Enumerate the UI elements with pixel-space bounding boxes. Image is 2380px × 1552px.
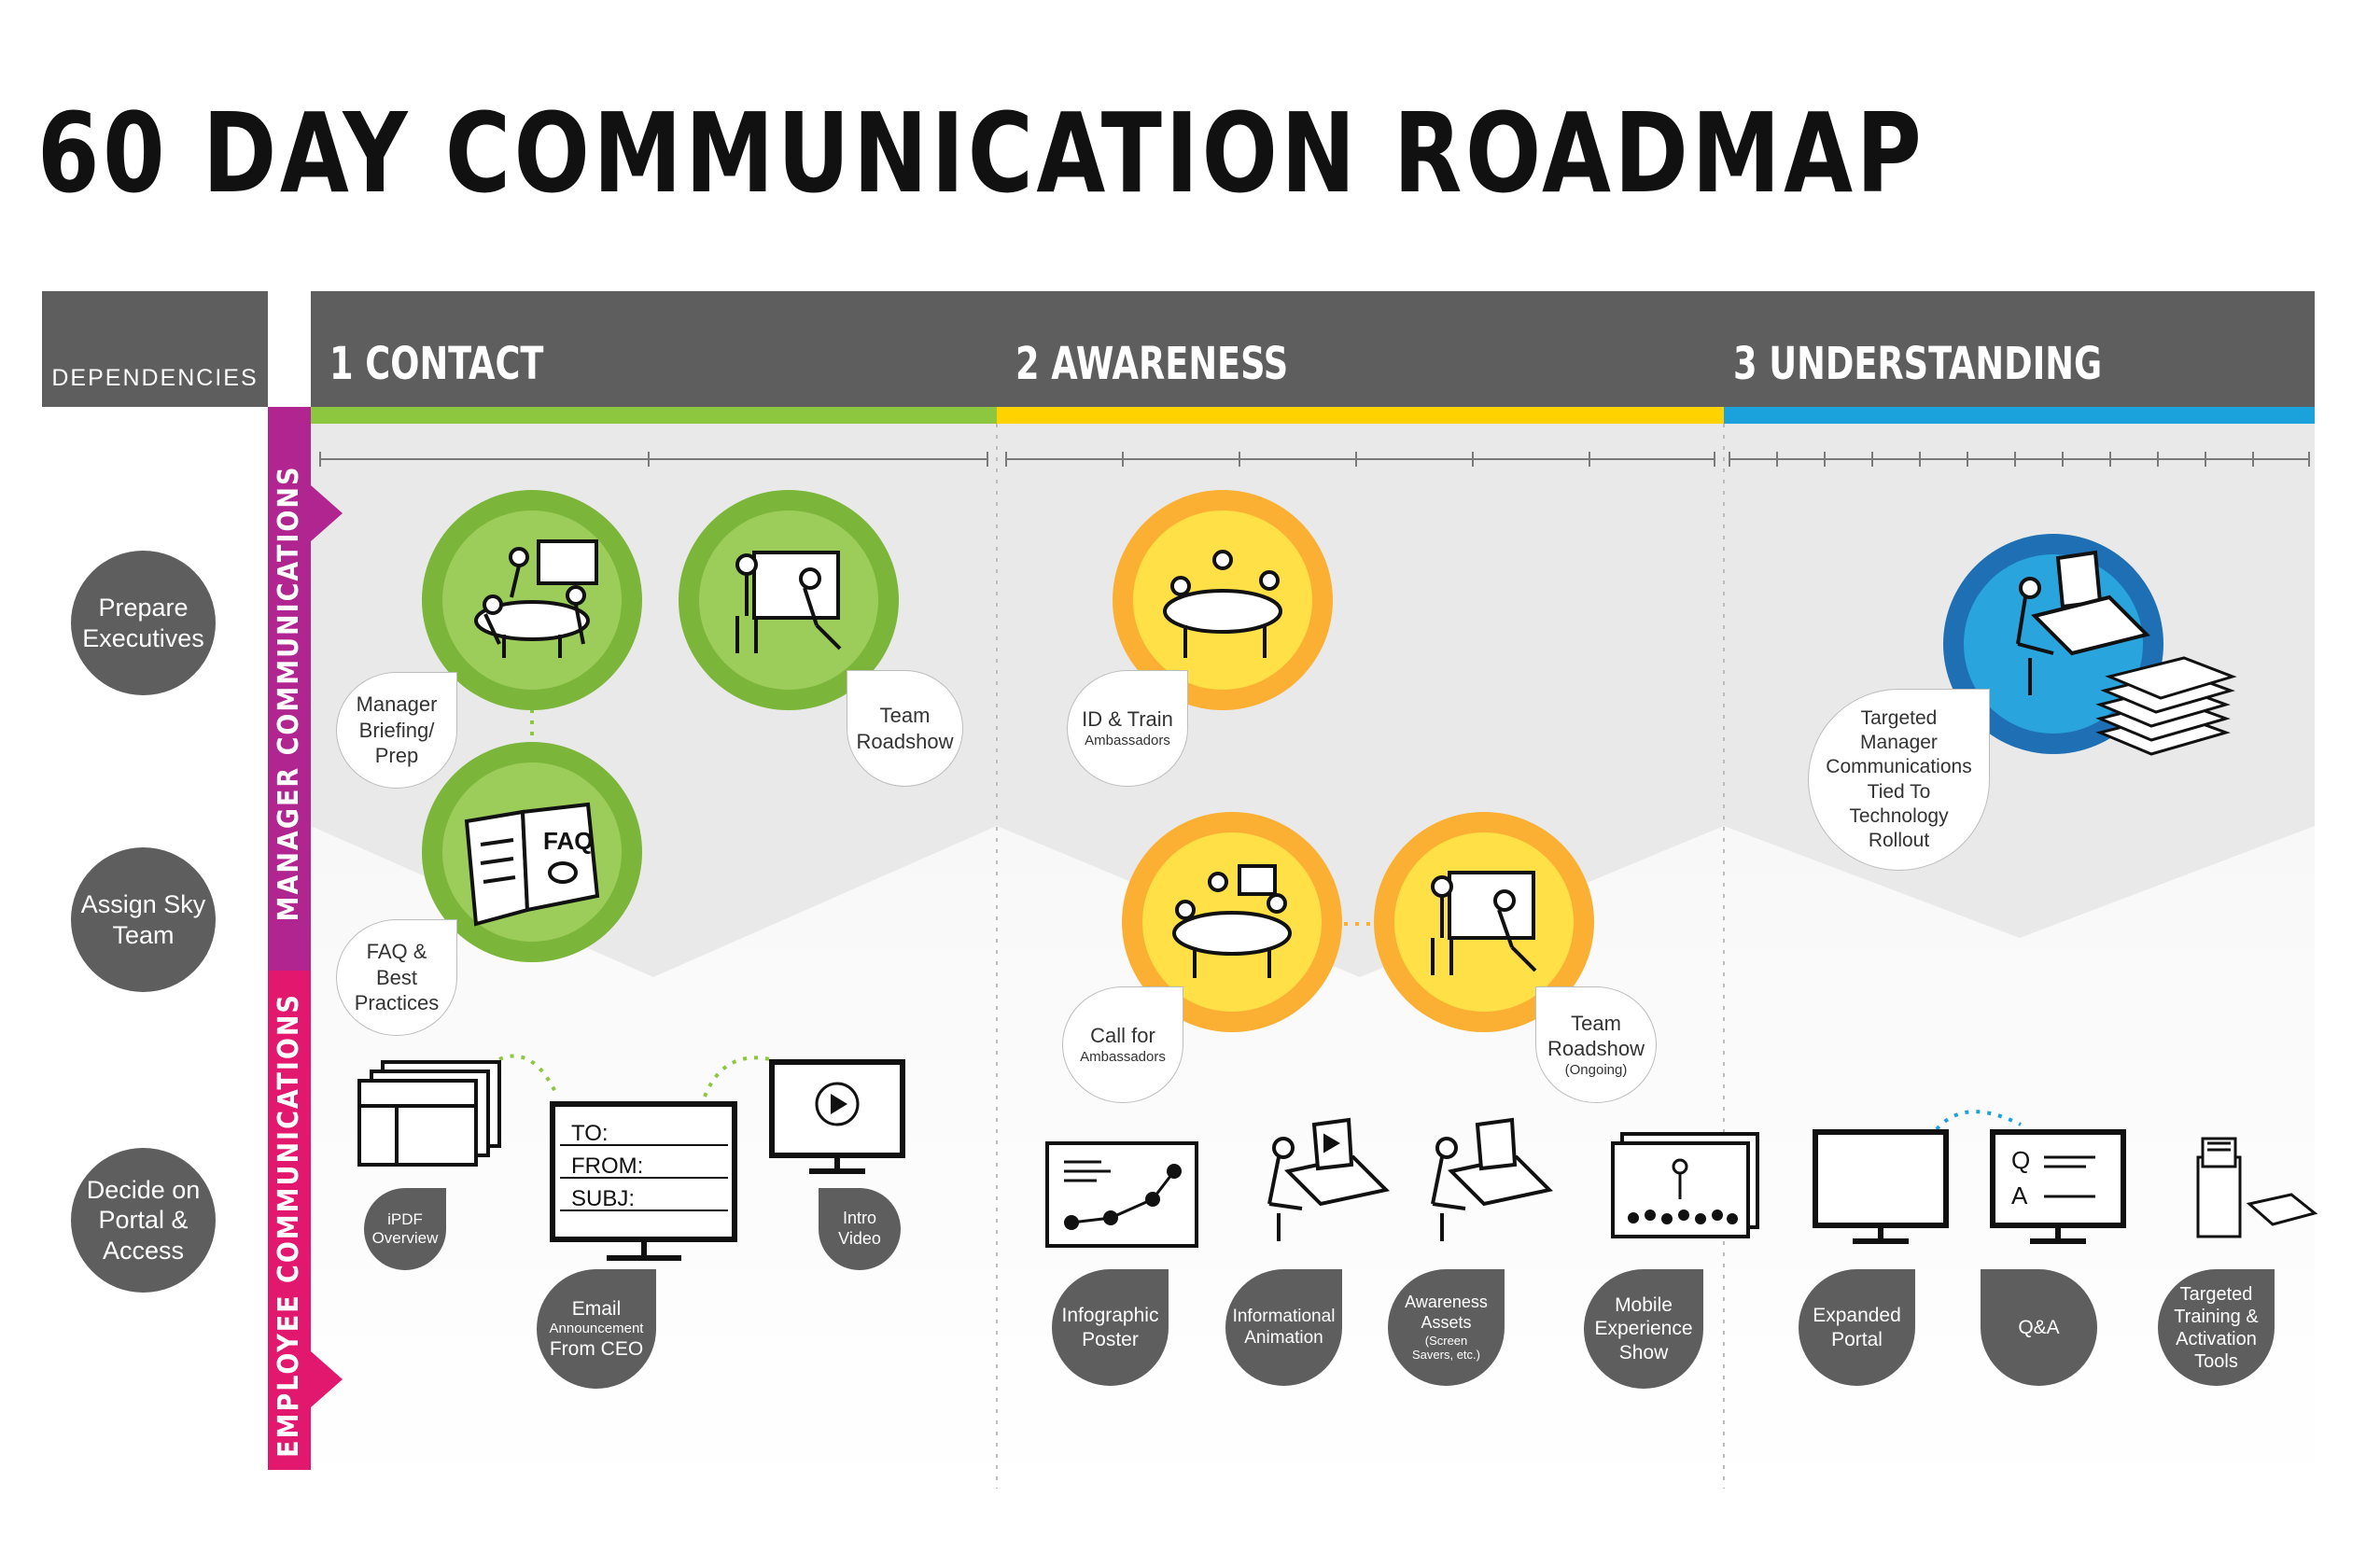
training-tools-icon — [2196, 1137, 2318, 1238]
phase-title-understanding: 3 UNDERSTANDING — [1733, 338, 2103, 390]
callout-faq-best-practices: FAQ & Best Practices — [336, 919, 457, 1036]
awareness-workstation-icon — [1431, 1117, 1554, 1241]
callout-team-roadshow: Team Roadshow — [847, 670, 963, 787]
callout-intro-video: Intro Video — [819, 1188, 901, 1270]
animation-workstation-icon — [1267, 1117, 1391, 1241]
page-title: 60 DAY COMMUNICATION ROADMAP — [37, 89, 1925, 217]
callout-email-announcement: Email Announcement From CEO — [537, 1269, 656, 1389]
email-subj-label: SUBJ: — [571, 1186, 635, 1211]
train-circle-icon — [1113, 490, 1333, 710]
callout-id-train-ambassadors: ID & Train Ambassadors — [1067, 670, 1188, 787]
phase-title-awareness: 2 AWARENESS — [1015, 338, 1289, 390]
phase-stripe-awareness — [997, 407, 1724, 424]
lane-bar-employee — [268, 971, 311, 1470]
timeline-ruler-awareness — [1005, 452, 1715, 467]
qa-screen-a: A — [2011, 1181, 2028, 1209]
desk-circle-icon — [1943, 534, 2163, 754]
callout-targeted-training: Targeted Training & Activation Tools — [2158, 1269, 2275, 1386]
callout-targeted-manager-communications: Targeted Manager Communications Tied To … — [1808, 689, 1990, 871]
callout-manager-briefing: Manager Briefing/ Prep — [336, 672, 457, 789]
email-from-label: FROM: — [571, 1154, 643, 1179]
callout-team-roadshow-ongoing: Team Roadshow (Ongoing) — [1535, 986, 1657, 1103]
callout-ipdf-overview: iPDF Overview — [364, 1188, 446, 1270]
email-to-label: TO: — [571, 1121, 609, 1146]
timeline-ruler-understanding — [1729, 452, 2310, 467]
qa-monitor-icon: Q A — [1990, 1129, 2126, 1244]
dependency-prepare-executives: Prepare Executives — [71, 551, 216, 695]
timeline-ruler-contact — [319, 452, 988, 467]
callout-infographic-poster: Infographic Poster — [1052, 1269, 1169, 1386]
phase-header-contact — [311, 291, 997, 407]
callout-informational-animation: Informational Animation — [1225, 1269, 1342, 1386]
briefing-circle-icon — [422, 490, 642, 710]
lane-arrow-manager — [311, 485, 343, 541]
faq-heading: FAQ — [543, 827, 593, 855]
qa-screen-q: Q — [2011, 1146, 2030, 1174]
faq-document-circle-icon: FAQ — [422, 742, 642, 962]
roadshow-circle-icon — [679, 490, 899, 710]
connector — [1935, 1110, 2022, 1131]
lane-bar-manager — [268, 407, 311, 971]
paper-stack-icon — [2095, 656, 2237, 756]
callout-call-for-ambassadors: Call for Ambassadors — [1062, 986, 1183, 1103]
callout-qa: Q&A — [1981, 1269, 2097, 1386]
dependencies-header: DEPENDENCIES — [42, 291, 268, 407]
lane-arrow-employee — [311, 1351, 343, 1407]
call-circle-icon — [1122, 812, 1342, 1032]
phase-header-awareness — [997, 291, 1724, 407]
callout-mobile-experience-show: Mobile Experience Show — [1584, 1269, 1703, 1389]
dependency-decide-portal: Decide on Portal & Access — [71, 1148, 216, 1293]
callout-awareness-assets: Awareness Assets (Screen Savers, etc.) — [1388, 1269, 1505, 1386]
phase-stripe-contact — [311, 407, 997, 424]
portal-monitor-icon — [1813, 1129, 1949, 1244]
roadshow-ongoing-circle-icon — [1374, 812, 1594, 1032]
email-monitor-icon: TO: FROM: SUBJ: — [550, 1101, 737, 1261]
phase-stripe-understanding — [1724, 407, 2315, 424]
mobile-show-icon — [1611, 1132, 1759, 1238]
pdf-pages-icon — [357, 1060, 501, 1167]
callout-expanded-portal: Expanded Portal — [1799, 1269, 1915, 1386]
infographic-poster-icon — [1045, 1141, 1198, 1248]
phase-title-contact: 1 CONTACT — [329, 338, 544, 390]
phase-header-understanding — [1724, 291, 2315, 407]
dependency-assign-sky-team: Assign Sky Team — [71, 847, 216, 992]
video-monitor-icon — [769, 1059, 905, 1174]
